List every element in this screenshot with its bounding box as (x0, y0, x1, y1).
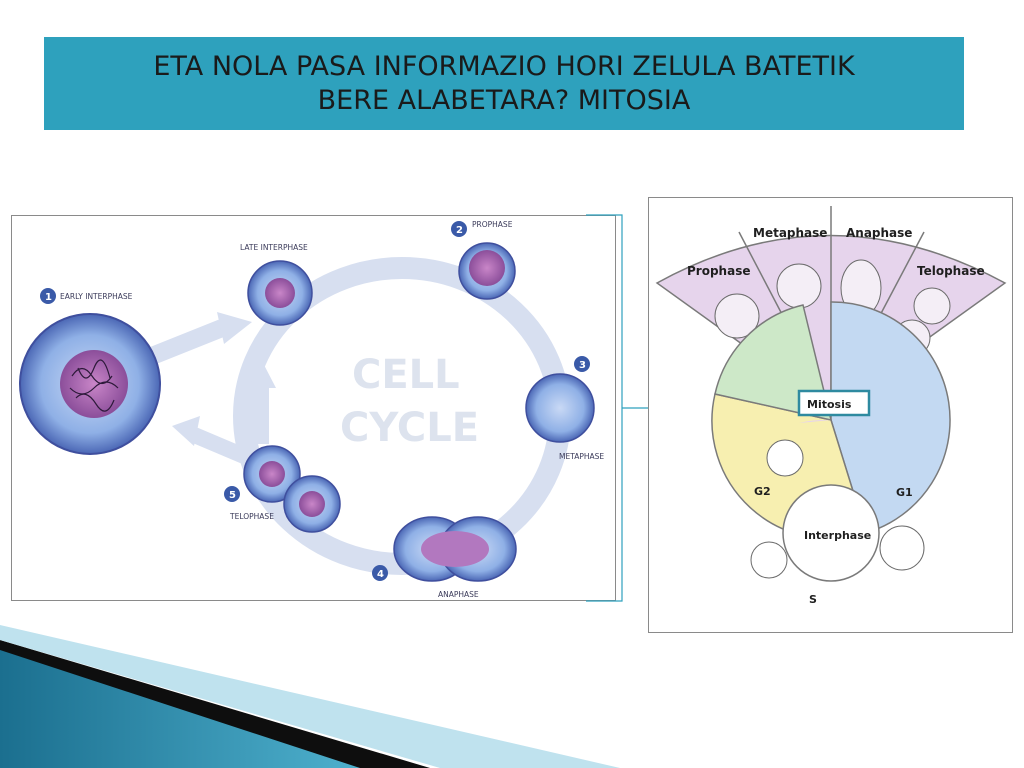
g1-mini-cell (879, 525, 925, 571)
stage-num-4: 4 (377, 569, 384, 580)
phase-anaphase: Anaphase (846, 226, 912, 240)
stage-label-1: EARLY INTERPHASE (60, 292, 133, 301)
mitosis-label-box (797, 389, 871, 417)
late-interphase-nucleus (265, 278, 295, 308)
stage-num-5: 5 (229, 490, 236, 501)
interphase-label: Interphase (804, 529, 871, 542)
stage-label-prophase: PROPHASE (472, 220, 513, 229)
stage-telophase: 5 TELOPHASE (224, 486, 274, 521)
slide-title-line2: BERE ALABETARA? MITOSIA (317, 84, 691, 116)
metaphase-mini-cell (776, 263, 822, 309)
phase-metaphase: Metaphase (753, 226, 827, 240)
stage-label-late-interphase: LATE INTERPHASE (240, 243, 308, 252)
stage-label-metaphase: METAPHASE (559, 452, 604, 461)
mitosis-wedge (799, 419, 831, 423)
arrow-from-telophase (188, 426, 248, 464)
chromatin (69, 359, 119, 412)
cell-cycle-panel: CELL CYCLE 1 EARLY (11, 215, 616, 601)
stage-num-1: 1 (45, 292, 52, 303)
stage-label-telophase: TELOPHASE (229, 512, 274, 521)
phase-telophase: Telophase (917, 264, 985, 278)
s-mini-cell (750, 541, 788, 579)
arrow-head-3 (248, 361, 276, 388)
stage-num-2: 2 (456, 225, 463, 236)
stage-anaphase: 4 ANAPHASE (372, 565, 479, 599)
mitosis-label: Mitosis (807, 398, 852, 411)
mitosis-diagram: Prophase Metaphase Anaphase Telophase G1… (655, 206, 1007, 606)
slide-title-line1: ETA NOLA PASA INFORMAZIO HORI ZELULA BAT… (153, 50, 855, 82)
cell-cycle-diagram: CELL CYCLE 1 EARLY (19, 220, 604, 599)
stage-prophase: 2 PROPHASE (451, 220, 513, 237)
interphase-core (782, 484, 880, 582)
sector-label-g2: G2 (754, 485, 771, 498)
telophase-nucleus-1 (259, 461, 285, 487)
telophase-mini-cell-top (913, 287, 951, 325)
prophase-nucleus (469, 250, 505, 286)
sector-label-g1: G1 (896, 486, 913, 499)
anaphase-spindle (421, 531, 489, 567)
cycle-center-line2: CYCLE (340, 405, 479, 451)
cycle-center-line1: CELL (352, 352, 460, 398)
g2-mini-cell (766, 439, 804, 477)
arrow-head-2 (172, 416, 200, 446)
telophase-nucleus-2 (299, 491, 325, 517)
metaphase-cell (525, 373, 595, 443)
early-interphase-nucleus (60, 350, 128, 418)
prophase-mini-cell (714, 293, 760, 339)
stage-label-anaphase: ANAPHASE (438, 590, 479, 599)
phase-prophase: Prophase (687, 264, 750, 278)
mitosis-panel: Prophase Metaphase Anaphase Telophase G1… (648, 197, 1013, 633)
sector-label-s: S (809, 593, 817, 606)
sector-g1 (830, 301, 951, 534)
stage-num-3: 3 (579, 360, 586, 371)
arrow-to-late-interphase (148, 319, 226, 365)
stage-early-interphase: 1 EARLY INTERPHASE (40, 288, 133, 304)
arrow-head-1 (217, 312, 252, 344)
slide-title: ETA NOLA PASA INFORMAZIO HORI ZELULA BAT… (44, 37, 964, 130)
